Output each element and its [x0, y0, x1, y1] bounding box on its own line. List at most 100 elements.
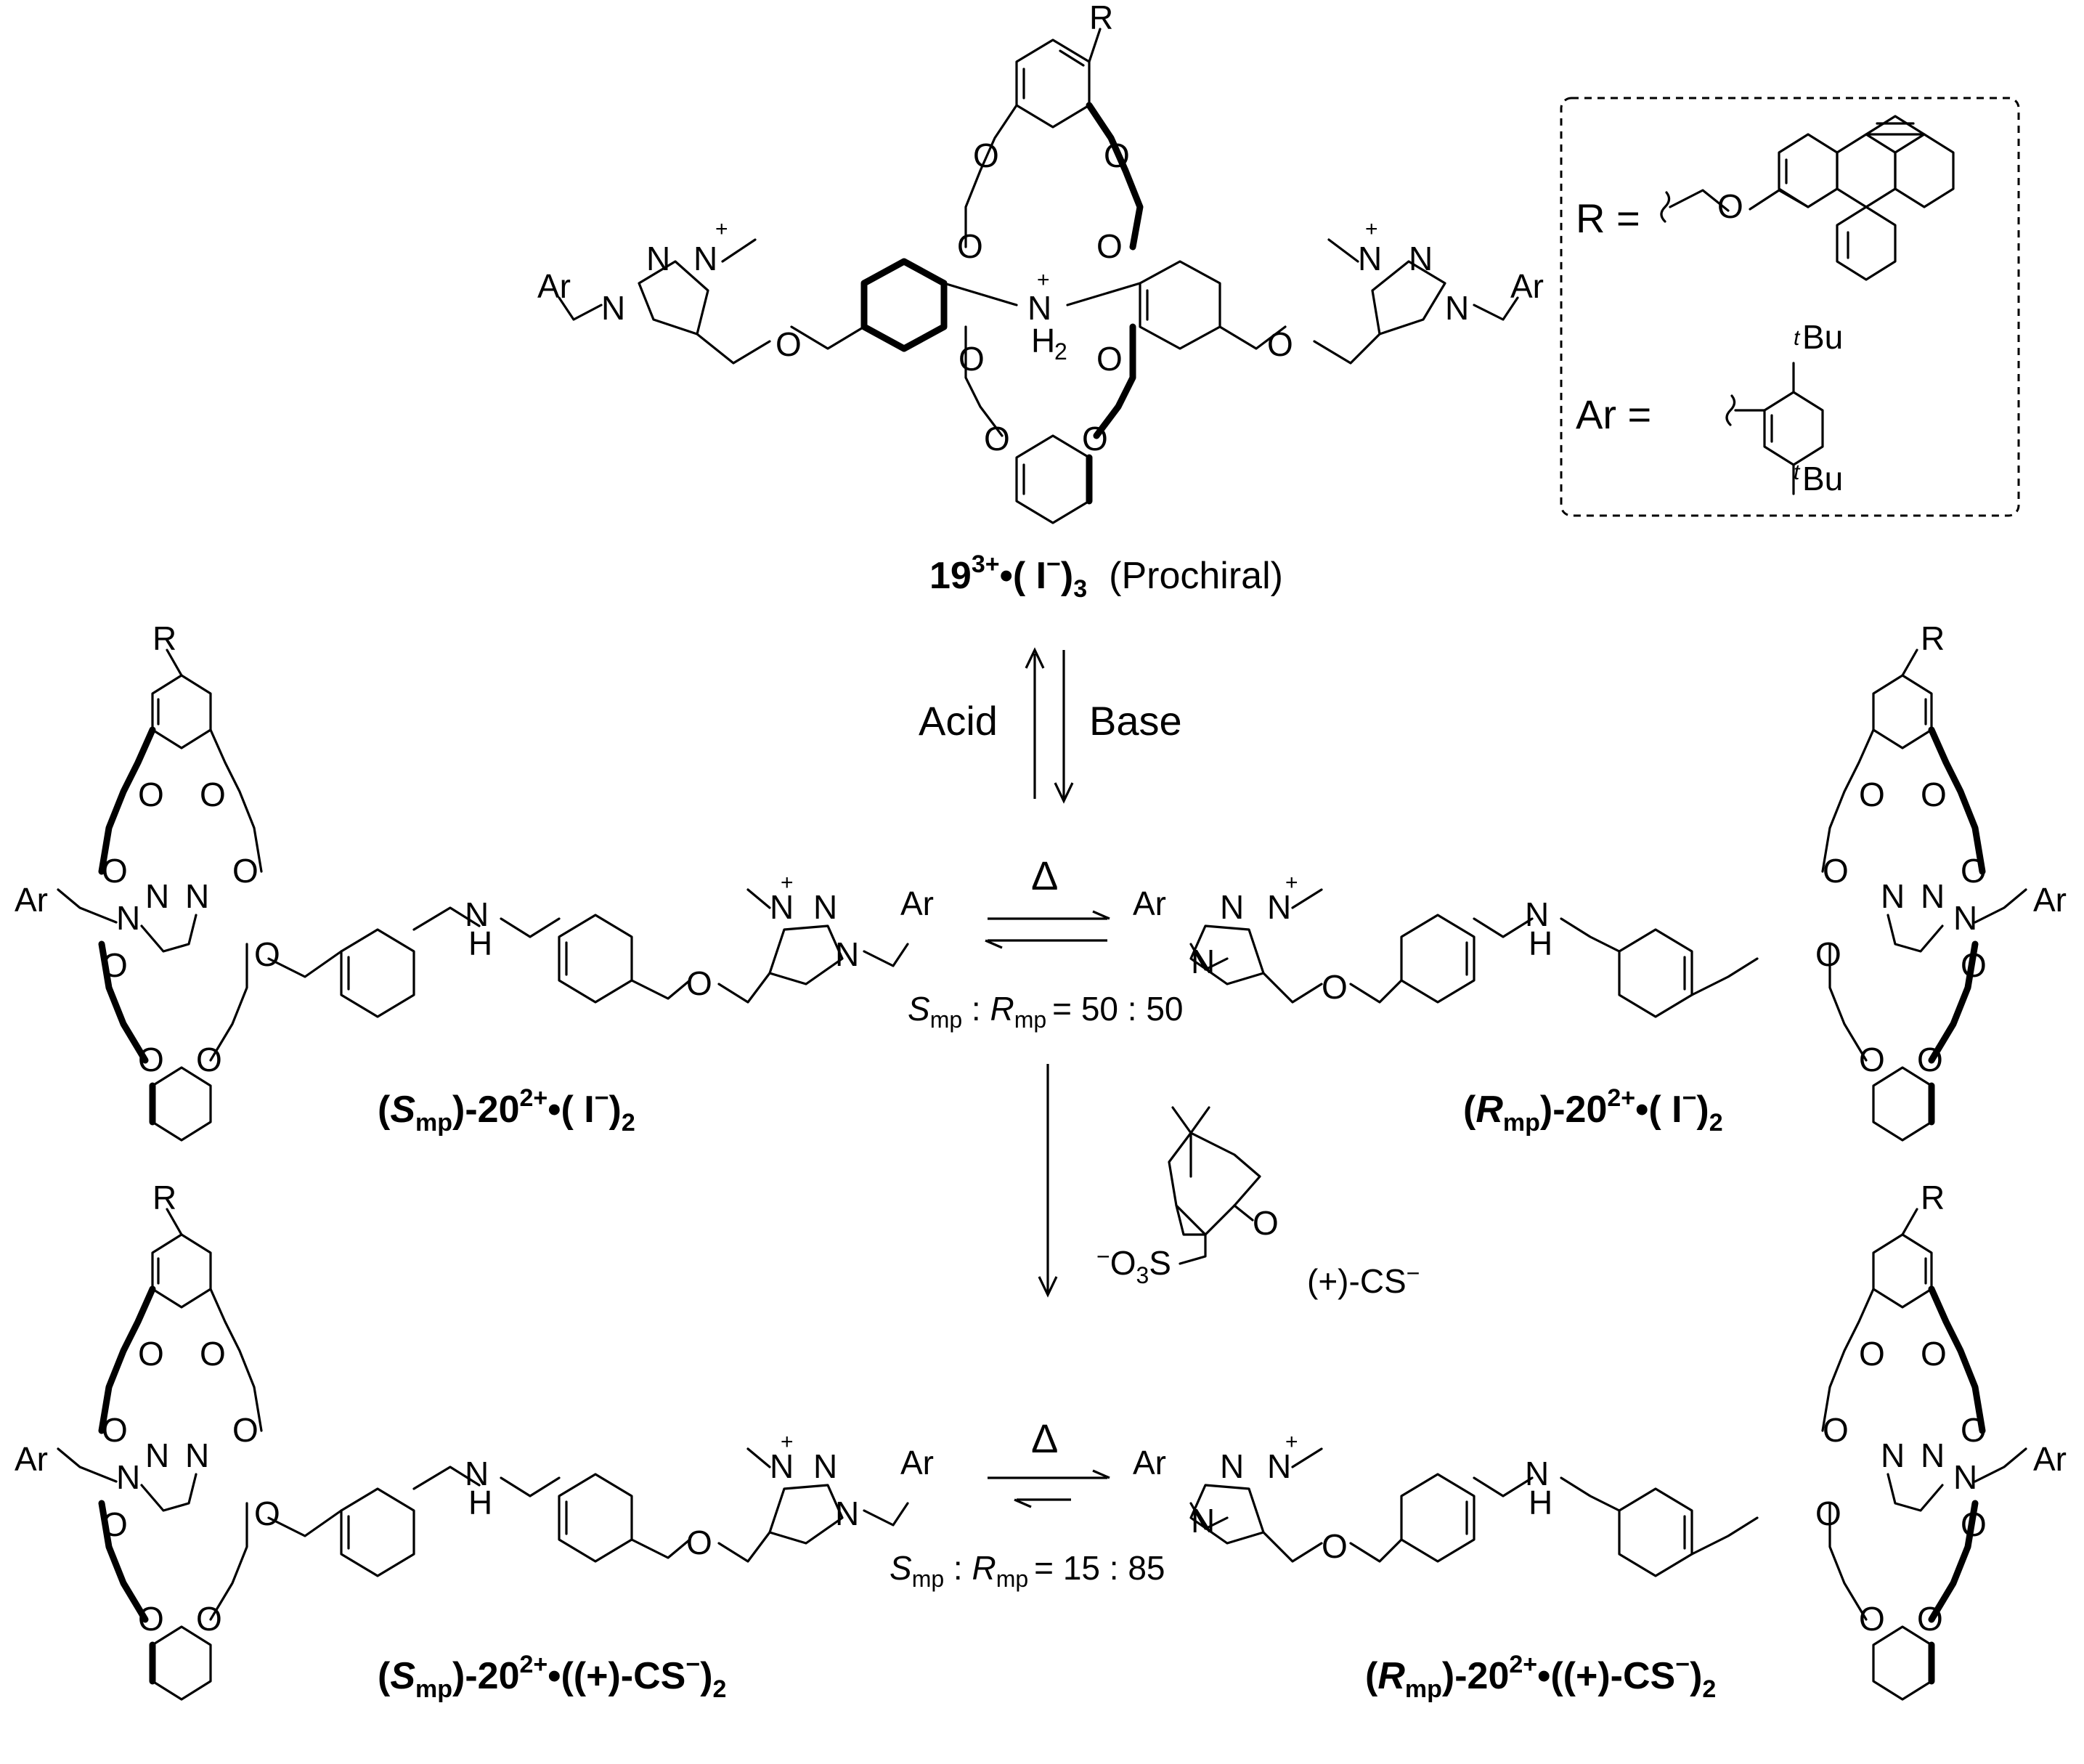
triazole-nitrogen: N — [185, 1436, 209, 1474]
ether-oxygen: O — [138, 1335, 164, 1373]
ether-oxygen: O — [232, 1411, 259, 1449]
triazole-nitrogen: N — [1953, 1458, 1977, 1496]
ether-oxygen: O — [1096, 227, 1123, 265]
triazole-nitrogen: N — [1881, 1436, 1905, 1474]
thermal-equilibrium-cs: Δ — [988, 1415, 1110, 1508]
ether-oxygen: O — [1322, 1527, 1348, 1565]
svg-text:+: + — [1285, 871, 1298, 895]
triazole-nitrogen: N — [1358, 240, 1382, 277]
ether-oxygen: O — [1917, 1600, 1943, 1638]
svg-text:+: + — [781, 1430, 794, 1454]
r-20-cs-caption: (Rmp)-202+•((+)-CS−)2 — [1365, 1651, 1716, 1703]
thermal-equilibrium-iodide: Δ — [985, 853, 1110, 949]
ether-oxygen: O — [1096, 340, 1123, 378]
triazole-nitrogen: N — [1220, 1447, 1244, 1485]
ether-oxygen: O — [200, 776, 226, 813]
ratio-iodide: Smp : Rmp= 50 : 50 — [908, 990, 1184, 1033]
triazole-nitrogen: N — [1921, 877, 1945, 915]
svg-text:+: + — [1037, 268, 1050, 292]
compound-19-caption: 193+•( I−)3(Prochiral) — [929, 550, 1283, 603]
delta-label: Δ — [1031, 1415, 1058, 1461]
acid-label: Acid — [919, 698, 998, 744]
svg-text:+: + — [1365, 217, 1378, 241]
triazole-nitrogen: N — [813, 1447, 837, 1485]
ether-oxygen: O — [958, 340, 985, 378]
triazole-nitrogen: N — [1921, 1436, 1945, 1474]
ether-oxygen: O — [138, 1041, 164, 1078]
delta-label: Δ — [1031, 853, 1058, 898]
ether-oxygen: O — [1917, 1041, 1943, 1078]
triazole-nitrogen: N — [1409, 240, 1433, 277]
ether-oxygen: O — [232, 852, 259, 890]
ether-oxygen: O — [1823, 852, 1849, 890]
compound-19-structure: R O O O O N H 2 + O O O O O N — [537, 0, 1544, 524]
svg-text:t: t — [1794, 326, 1801, 350]
r-substituent-label: R — [152, 619, 176, 657]
ar-label: Ar — [15, 1440, 48, 1478]
ether-oxygen: O — [102, 1411, 128, 1449]
triazole-nitrogen: N — [116, 1458, 140, 1496]
triazole-nitrogen: N — [835, 935, 859, 973]
triazole-nitrogen: N — [835, 1495, 859, 1532]
amine-hydrogen: H — [1529, 924, 1552, 962]
amine-hydrogen: H — [468, 1484, 492, 1521]
s-20-iodide-caption: (Smp)-202+•( I−)2 — [378, 1084, 635, 1137]
r-20-iodide-caption: (Rmp)-202+•( I−)2 — [1463, 1084, 1723, 1137]
ether-oxygen: O — [984, 420, 1010, 458]
ar-label: Ar — [900, 885, 934, 922]
ether-oxygen: O — [1961, 946, 1987, 984]
triazole-nitrogen: N — [770, 888, 794, 926]
triazole-nitrogen: N — [1953, 899, 1977, 937]
ether-oxygen: O — [200, 1335, 226, 1373]
triazole-nitrogen: N — [813, 888, 837, 926]
r-20-iodide-structure: Ar N N N + O N H R O O O O N N N Ar — [1133, 619, 2067, 1142]
substituent-legend-box: R = O Ar = t Bu t Bu — [1560, 97, 2020, 517]
svg-text:+: + — [715, 217, 728, 241]
acid-base-equilibrium: Acid Base — [919, 647, 1182, 804]
svg-text:t: t — [1794, 460, 1801, 484]
ether-oxygen: O — [1921, 776, 1947, 813]
ether-oxygen: O — [1104, 137, 1130, 174]
ar-label: Ar — [1133, 1444, 1166, 1481]
amine-hydrogen: H — [1529, 1484, 1552, 1521]
ether-oxygen: O — [1815, 935, 1841, 973]
ether-oxygen: O — [102, 946, 128, 984]
triazole-nitrogen: N — [1267, 1447, 1291, 1485]
triazole-nitrogen: N — [1881, 877, 1905, 915]
ammonium-h2: H — [1031, 322, 1055, 359]
ether-oxygen: O — [686, 1524, 712, 1561]
ketone-oxygen: O — [1253, 1204, 1279, 1242]
ether-oxygen: O — [1859, 1600, 1885, 1638]
base-label: Base — [1089, 698, 1182, 744]
ammonium-nitrogen: N — [1027, 289, 1051, 327]
r-substituent-label: R — [1921, 619, 1945, 657]
tert-butyl-label: Bu — [1802, 318, 1843, 356]
amine-nitrogen: N — [465, 1455, 489, 1492]
ether-oxygen: O — [1859, 1335, 1885, 1373]
ether-oxygen: O — [138, 776, 164, 813]
amine-nitrogen: N — [465, 895, 489, 933]
s-20-cs-structure: R O O O O N N N Ar O O O O N H O N N N — [15, 1179, 934, 1701]
ar-label: Ar — [2033, 1440, 2067, 1478]
triazole-nitrogen: N — [1191, 943, 1215, 980]
ether-oxygen: O — [102, 852, 128, 890]
r-substituent-label: R — [1921, 1179, 1945, 1216]
ether-oxygen: O — [686, 964, 712, 1002]
ether-oxygen: O — [1859, 776, 1885, 813]
ether-oxygen: O — [196, 1041, 222, 1078]
triazole-nitrogen: N — [145, 877, 169, 915]
ar-label: Ar — [15, 881, 48, 919]
amine-nitrogen: N — [1525, 1455, 1549, 1492]
ether-oxygen: O — [973, 137, 999, 174]
triazole-nitrogen: N — [770, 1447, 794, 1485]
triazole-nitrogen: N — [693, 240, 717, 277]
triazole-nitrogen: N — [646, 240, 670, 277]
r-20-cs-structure: Ar N N N + O N H R O O O O N N N Ar — [1133, 1179, 2067, 1701]
amine-hydrogen: H — [468, 924, 492, 962]
triazole-nitrogen: N — [601, 289, 625, 327]
ar-label: Ar — [537, 267, 571, 305]
triazole-nitrogen: N — [1220, 888, 1244, 926]
legend-r-label: R = — [1576, 195, 1640, 241]
svg-text:2: 2 — [1054, 338, 1067, 365]
